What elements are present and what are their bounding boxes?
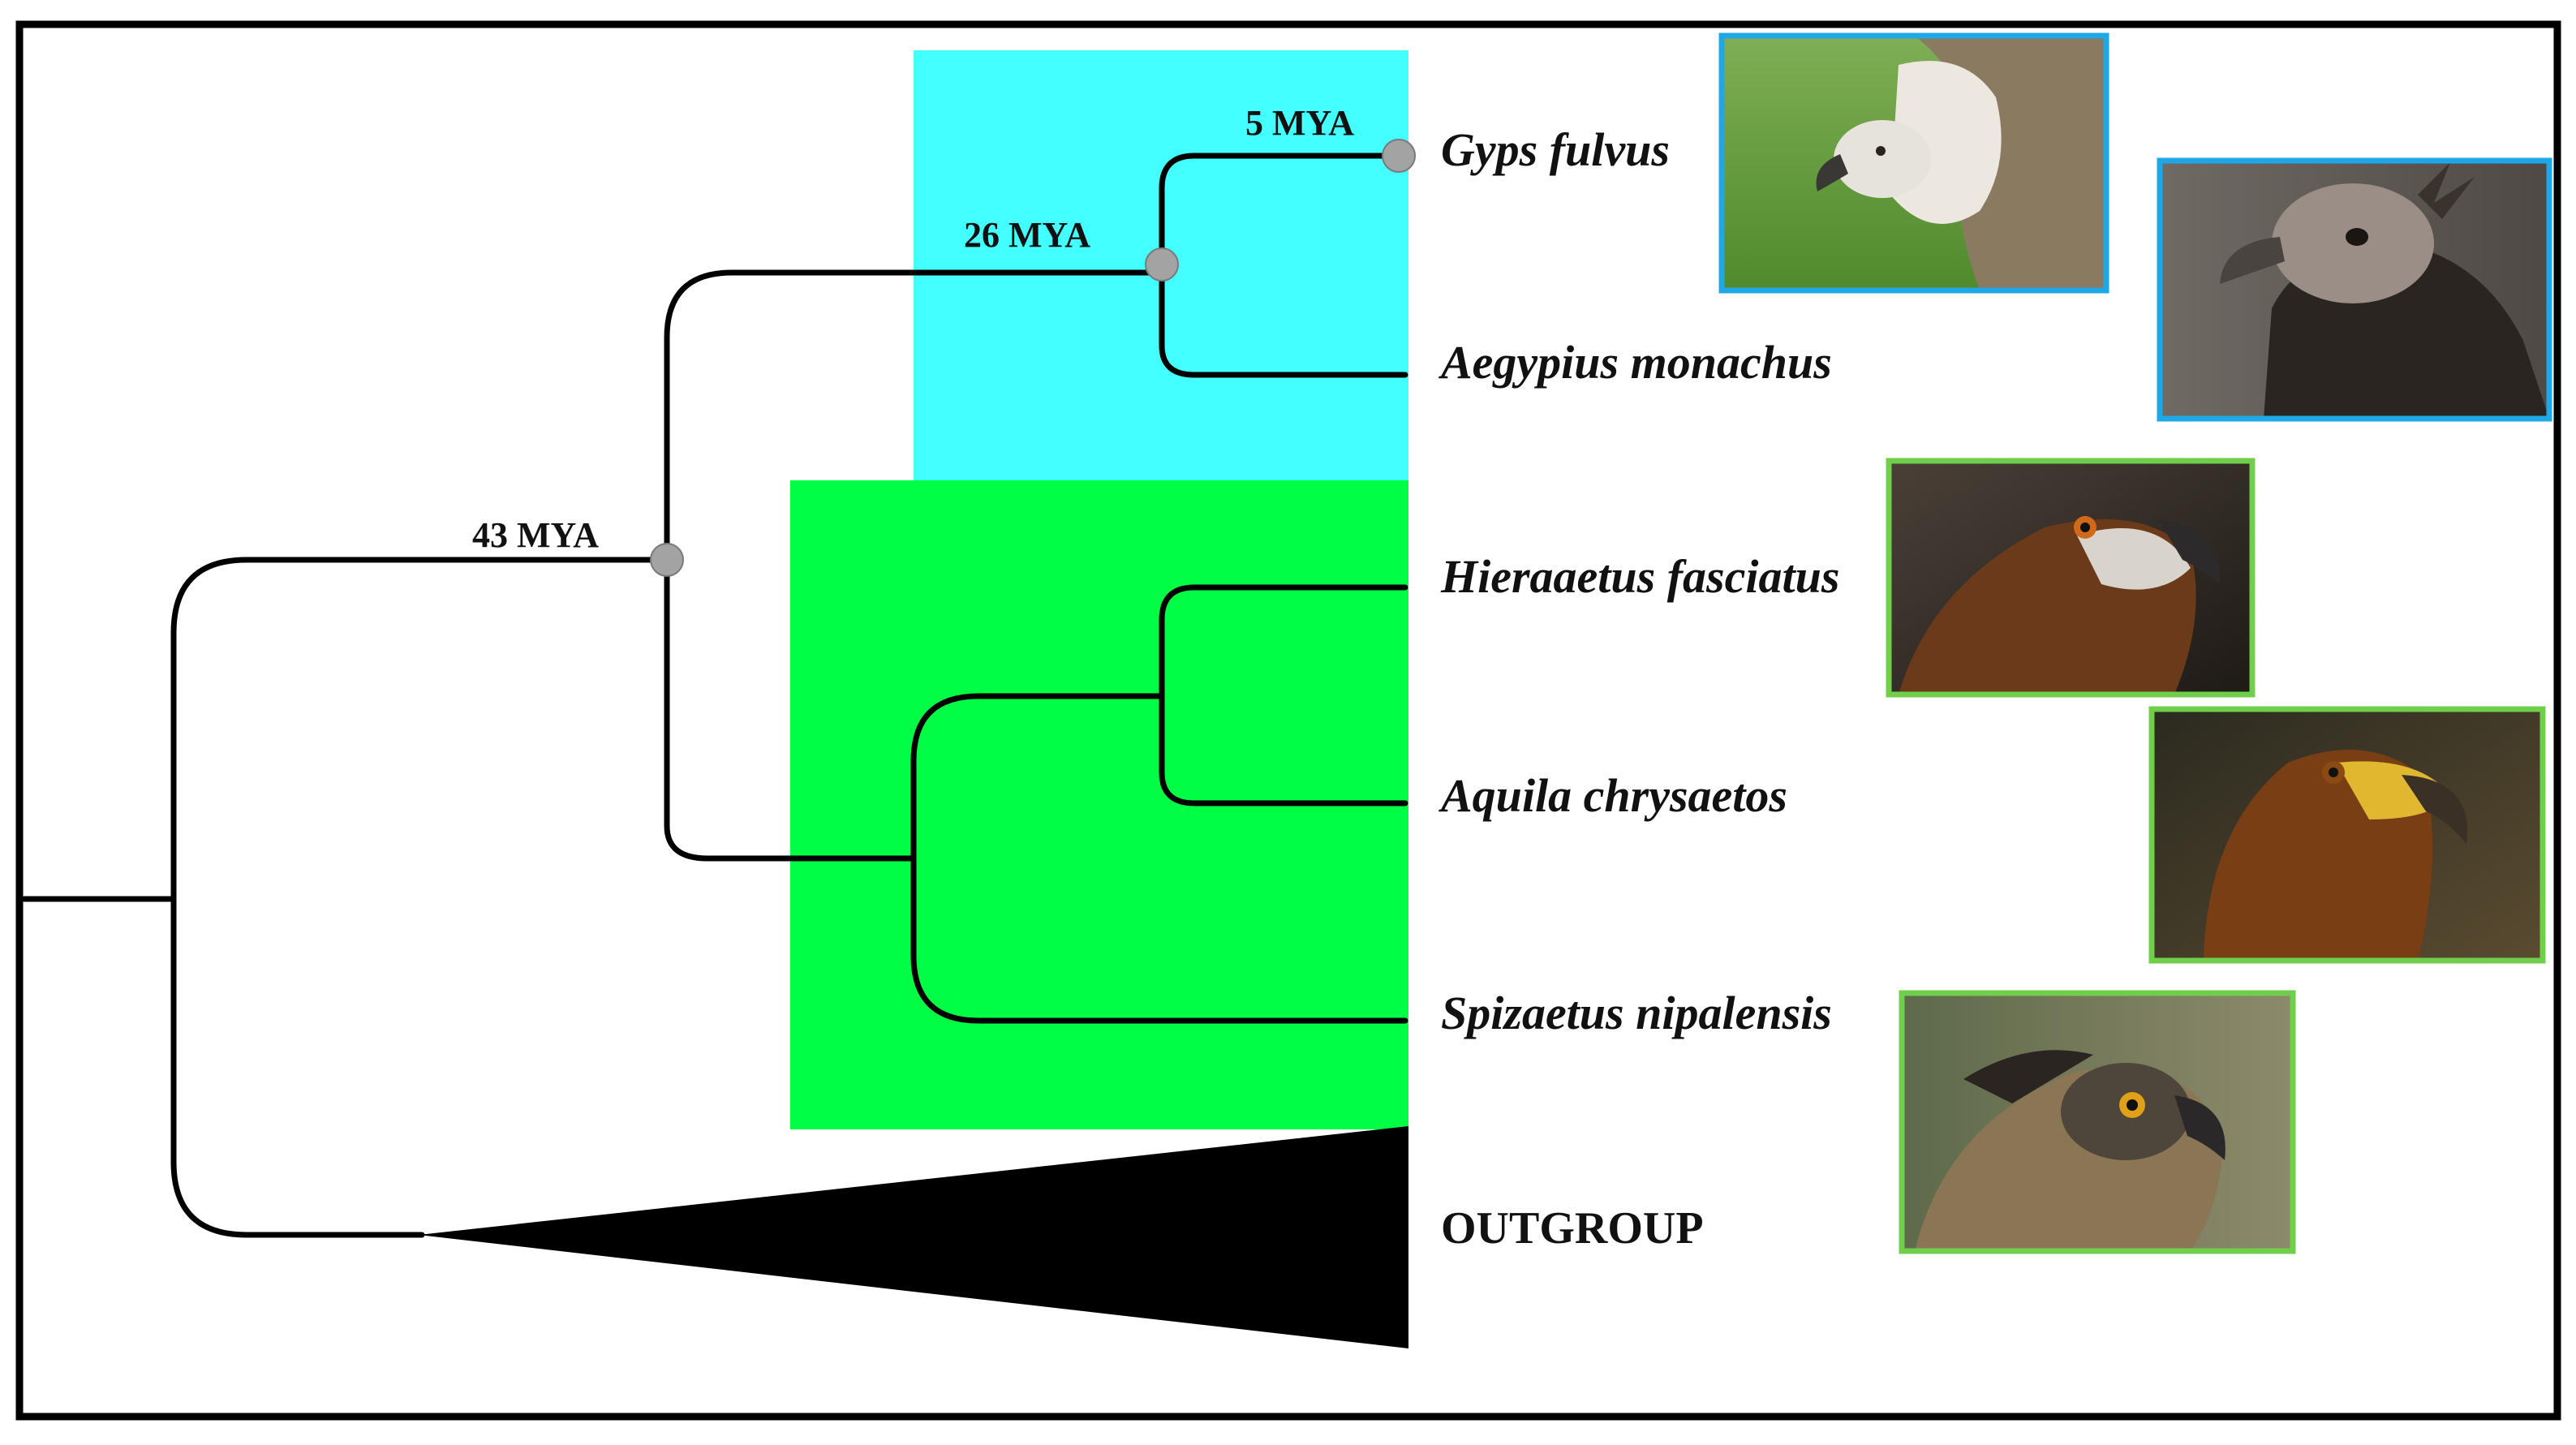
node-26mya-marker bbox=[1145, 247, 1179, 282]
taxon-label-hieraaetus-fasciatus: Hieraaetus fasciatus bbox=[1440, 550, 1839, 603]
taxon-label-spizaetus-nipalensis: Spizaetus nipalensis bbox=[1441, 987, 1832, 1039]
node-43mya-marker bbox=[650, 543, 684, 577]
griffon-vulture-head-icon bbox=[1718, 32, 2109, 294]
taxon-label-gyps-fulvus: Gyps fulvus bbox=[1441, 123, 1670, 176]
taxon-label-aquila-chrysaetos: Aquila chrysaetos bbox=[1439, 769, 1787, 822]
node-43mya-label: 43 MYA bbox=[472, 515, 599, 555]
outgroup-triangle bbox=[419, 1126, 1408, 1348]
node-5mya-label: 5 MYA bbox=[1245, 103, 1354, 143]
golden-eagle-head-icon bbox=[2148, 706, 2546, 964]
cinereous-vulture-head-icon bbox=[2157, 157, 2552, 422]
ingroup-split bbox=[664, 269, 917, 862]
bonellis-eagle-head-icon bbox=[1886, 458, 2256, 698]
node-26mya-label: 26 MYA bbox=[964, 215, 1090, 255]
root-split bbox=[170, 557, 425, 1238]
aquila-split bbox=[1159, 584, 1408, 806]
node-5mya-marker bbox=[1382, 139, 1416, 173]
eagle-split bbox=[910, 693, 1408, 1024]
vulture-split bbox=[1159, 153, 1408, 378]
outgroup-label: OUTGROUP bbox=[1441, 1203, 1704, 1254]
hawk-eagle-head-icon bbox=[1899, 990, 2296, 1254]
taxon-label-aegypius-monachus: Aegypius monachus bbox=[1439, 336, 1832, 389]
tree-branches bbox=[21, 153, 1408, 1238]
